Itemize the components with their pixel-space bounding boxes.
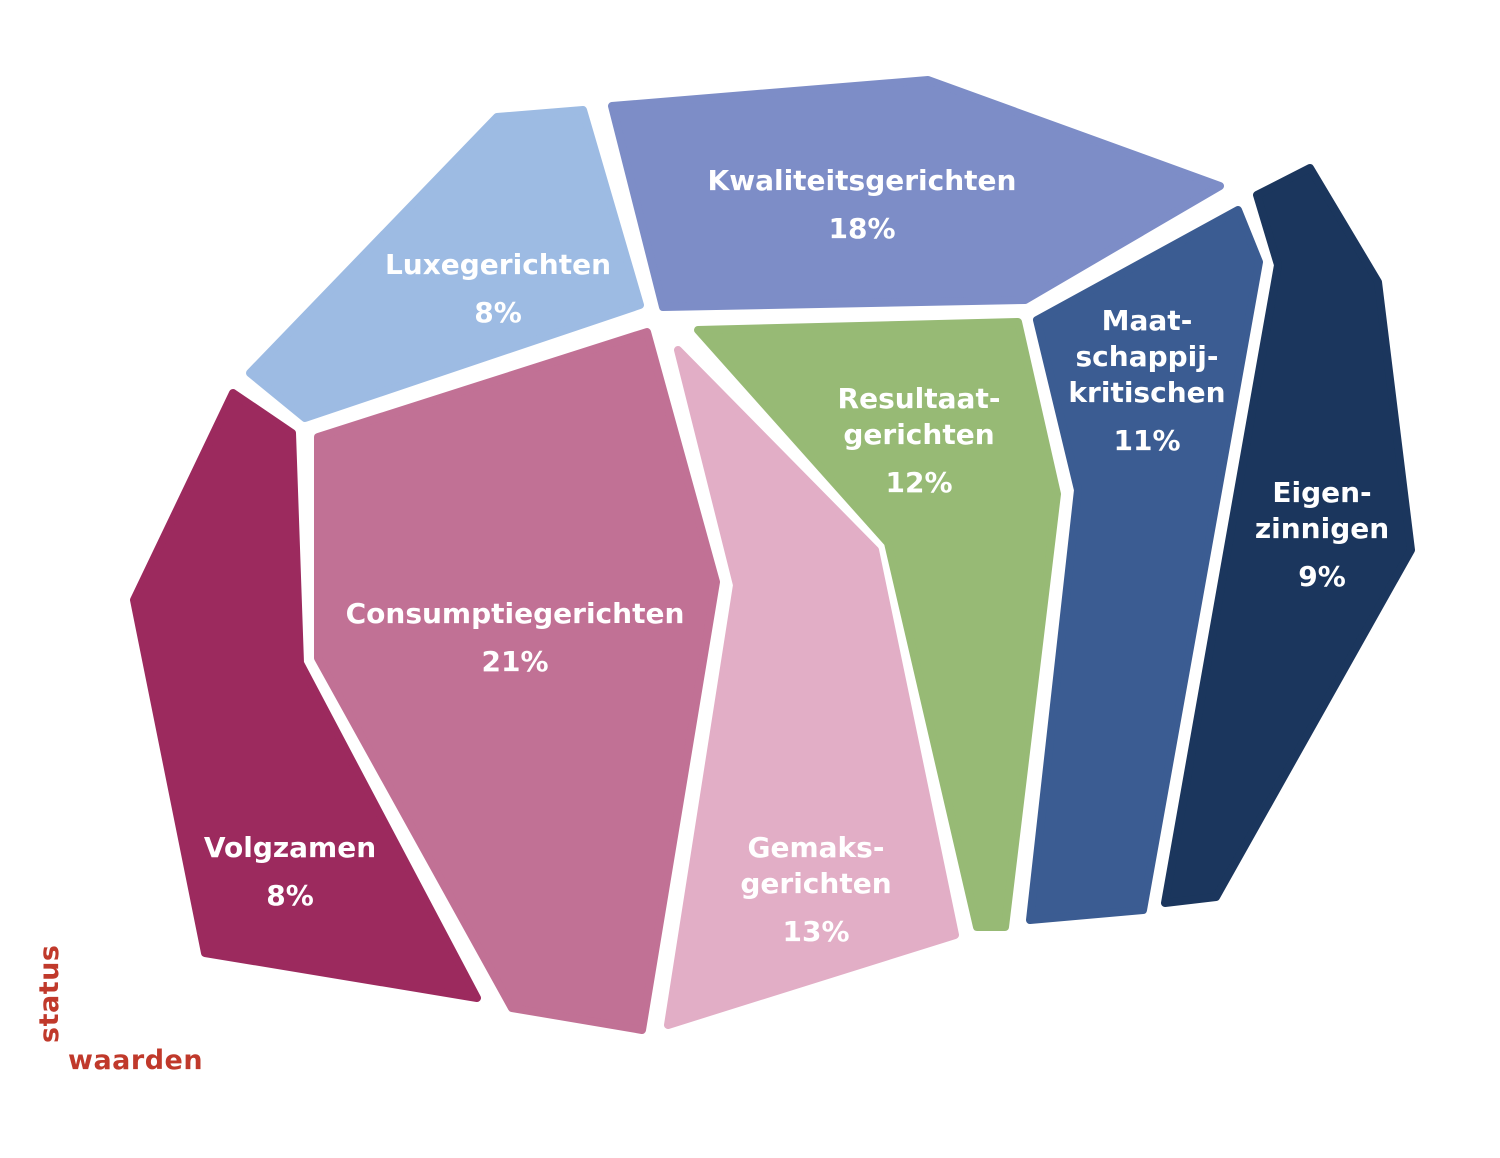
segment-value-eigenzinnigen: 9%: [1298, 560, 1346, 593]
segment-value-volgzamen: 8%: [266, 879, 314, 912]
segment-value-consumptiegerichten: 21%: [481, 645, 548, 678]
segment-value-resultaatgerichten: 12%: [885, 466, 952, 499]
segment-shape-maatschappijkritischen: [1026, 206, 1263, 924]
segment-luxegerichten: Luxegerichten 8%: [246, 106, 644, 422]
segment-label-consumptiegerichten: Consumptiegerichten: [346, 597, 685, 630]
segment-kwaliteitsgerichten: Kwaliteitsgerichten 18%: [608, 76, 1224, 311]
segment-label-kwaliteitsgerichten: Kwaliteitsgerichten: [708, 164, 1017, 197]
segment-value-luxegerichten: 8%: [474, 296, 522, 329]
segment-shape-eigenzinnigen: [1161, 164, 1415, 907]
segment-maatschappijkritischen: Maat-schappij-kritischen 11%: [1026, 206, 1263, 924]
segment-label-eigenzinnigen: zinnigen: [1255, 512, 1389, 545]
x-axis-label: waarden: [68, 1045, 204, 1076]
segment-eigenzinnigen: Eigen-zinnigen 9%: [1161, 164, 1415, 907]
segment-shape-gemaksgerichten: [664, 346, 959, 1029]
segment-label-maatschappijkritischen: kritischen: [1068, 376, 1225, 409]
segment-value-kwaliteitsgerichten: 18%: [828, 212, 895, 245]
segment-value-gemaksgerichten: 13%: [782, 915, 849, 948]
segment-shape-luxegerichten: [246, 106, 644, 422]
y-axis-label: status: [34, 944, 65, 1043]
segment-shape-consumptiegerichten: [314, 328, 720, 1034]
segment-volgzamen: Volgzamen 8%: [130, 389, 481, 1002]
segment-shape-kwaliteitsgerichten: [608, 76, 1224, 311]
segment-label-eigenzinnigen: Eigen-: [1272, 476, 1371, 509]
segment-label-volgzamen: Volgzamen: [204, 831, 376, 864]
segment-label-maatschappijkritischen: schappij-: [1076, 340, 1219, 373]
segment-label-gemaksgerichten: Gemaks-: [748, 831, 885, 864]
segment-resultaatgerichten: Resultaat-gerichten 12%: [694, 318, 1061, 931]
segment-label-luxegerichten: Luxegerichten: [385, 248, 611, 281]
segment-consumptiegerichten: Consumptiegerichten 21%: [314, 328, 720, 1034]
segment-label-gemaksgerichten: gerichten: [740, 867, 891, 900]
segment-gemaksgerichten: Gemaks-gerichten 13%: [664, 346, 959, 1029]
segment-shape-volgzamen: [130, 389, 481, 1002]
segment-shape-resultaatgerichten: [694, 318, 1061, 931]
segment-value-maatschappijkritischen: 11%: [1113, 424, 1180, 457]
segment-label-resultaatgerichten: gerichten: [843, 418, 994, 451]
segment-label-maatschappijkritischen: Maat-: [1102, 304, 1193, 337]
segment-label-resultaatgerichten: Resultaat-: [838, 382, 1001, 415]
